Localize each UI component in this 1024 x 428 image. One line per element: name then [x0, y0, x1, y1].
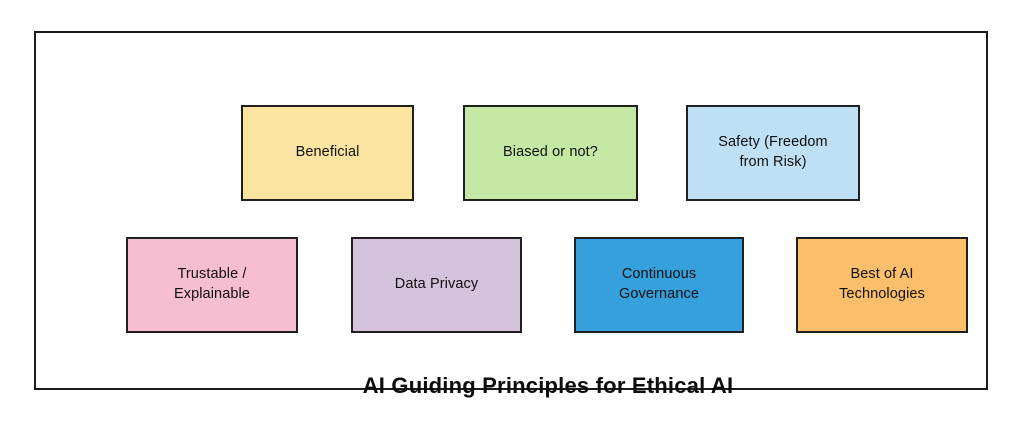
- principle-box-label: Beneficial: [295, 144, 360, 161]
- principle-box-label: Safety (Freedom from Risk): [718, 134, 828, 170]
- principle-box-label: Data Privacy: [394, 276, 479, 293]
- diagram-title: AI Guiding Principles for Ethical AI: [362, 373, 734, 398]
- principle-box-trustable-explainable[interactable]: Trustable / Explainable: [126, 237, 298, 333]
- principle-box-biased-or-not[interactable]: Biased or not?: [463, 105, 638, 201]
- principle-box-beneficial[interactable]: Beneficial: [241, 105, 414, 201]
- principle-box-safety[interactable]: Safety (Freedom from Risk): [686, 105, 860, 201]
- principle-box-label: Best of AI Technologies: [839, 266, 925, 302]
- principle-box-label: Trustable / Explainable: [173, 266, 251, 302]
- diagram-frame: Beneficial Biased or not? Safety (Freedo…: [34, 31, 988, 398]
- principle-box-data-privacy[interactable]: Data Privacy: [351, 237, 522, 333]
- principle-box-label: Biased or not?: [503, 144, 598, 161]
- principle-box-continuous-governance[interactable]: Continuous Governance: [574, 237, 744, 333]
- principle-box-best-of-ai-technologies[interactable]: Best of AI Technologies: [796, 237, 968, 333]
- principle-box-label: Continuous Governance: [619, 266, 699, 302]
